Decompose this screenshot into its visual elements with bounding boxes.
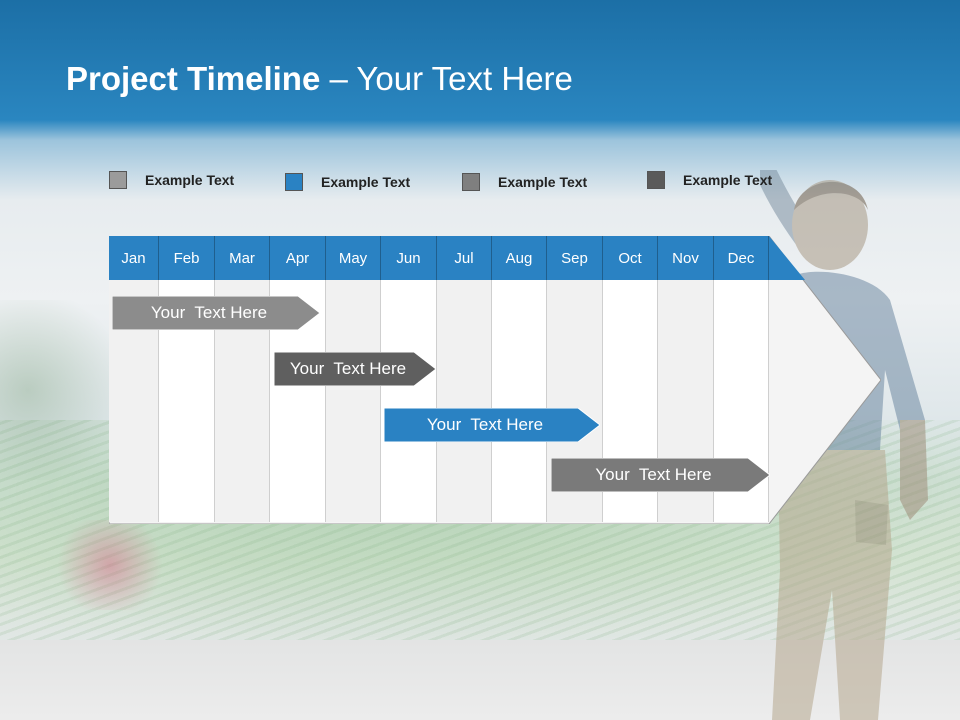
legend-swatch [285, 173, 303, 191]
month-header-apr: Apr [270, 236, 326, 280]
month-header-nov: Nov [658, 236, 714, 280]
legend-label: Example Text [321, 174, 411, 190]
month-column [381, 280, 437, 522]
month-column [492, 280, 547, 522]
month-header-dec: Dec [714, 236, 769, 280]
task-arrow: Your Text Here [112, 296, 320, 330]
task-arrow: Your Text Here [274, 352, 436, 386]
month-header-may: May [326, 236, 381, 280]
legend-swatch [647, 171, 665, 189]
slide-title: Project Timeline – Your Text Here [66, 60, 573, 98]
background-paint-splash [50, 520, 170, 610]
title-bold-text: Project Timeline [66, 60, 321, 97]
task-arrow: Your Text Here [551, 458, 770, 492]
month-header-sep: Sep [547, 236, 603, 280]
legend-item: Example Text [285, 172, 410, 192]
task-label: Your Text Here [595, 465, 712, 484]
task-label: Your Text Here [150, 303, 268, 322]
month-header-jul: Jul [437, 236, 492, 280]
month-header-mar: Mar [215, 236, 270, 280]
legend-label: Example Text [683, 172, 773, 188]
legend-swatch [462, 173, 480, 191]
legend-item: Example Text [462, 172, 587, 192]
month-column [326, 280, 381, 522]
task-label: Your Text Here [426, 415, 544, 434]
task-arrow: Your Text Here [384, 408, 600, 442]
title-subtitle-text: – Your Text Here [320, 60, 573, 97]
month-header-oct: Oct [603, 236, 658, 280]
month-header-jun: Jun [381, 236, 437, 280]
legend-item: Example Text [647, 170, 772, 190]
month-column [437, 280, 492, 522]
task-label: Your Text Here [289, 359, 407, 378]
month-header-aug: Aug [492, 236, 547, 280]
legend-label: Example Text [145, 172, 235, 188]
month-header-jan: Jan [109, 236, 159, 280]
legend-item: Example Text [109, 170, 234, 190]
legend-swatch [109, 171, 127, 189]
month-header-feb: Feb [159, 236, 215, 280]
legend-label: Example Text [498, 174, 588, 190]
